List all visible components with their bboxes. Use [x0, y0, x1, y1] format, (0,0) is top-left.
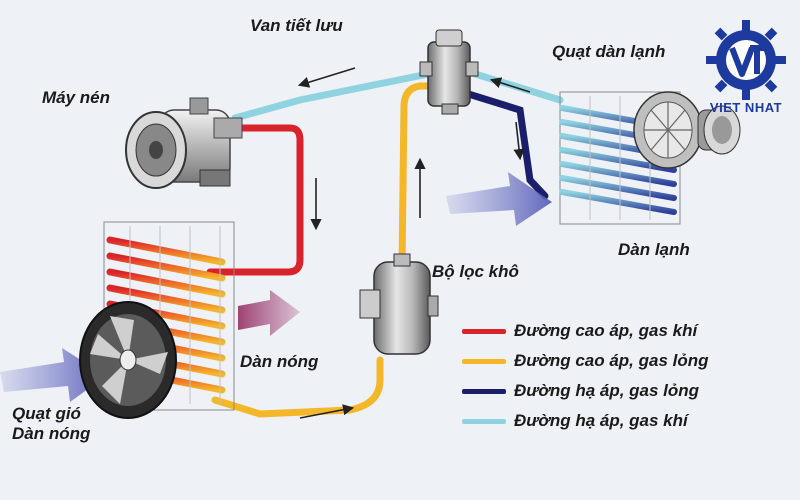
gear-logo-icon — [706, 20, 786, 100]
legend-item: Đường cao áp, gas lỏng — [462, 346, 709, 376]
dryer-filter — [359, 253, 439, 355]
compressor — [125, 97, 243, 189]
label-dryer-filter: Bộ lọc khô — [432, 262, 519, 281]
legend-swatch — [462, 388, 506, 394]
brand-logo: VIET NHAT — [706, 18, 786, 118]
legend-label: Đường cao áp, gas lỏng — [514, 351, 709, 370]
label-condenser: Dàn nóng — [240, 352, 319, 371]
legend-swatch — [462, 358, 506, 364]
flow-arrow — [299, 404, 355, 419]
flow-arrow — [297, 67, 356, 88]
legend-label: Đường cao áp, gas khí — [514, 321, 698, 340]
airflow-arrow-evaporator — [446, 172, 552, 226]
label-condenser-fan-2: Dàn nóng — [12, 424, 91, 443]
legend: Đường cao áp, gas khí Đường cao áp, gas … — [462, 316, 709, 436]
label-compressor: Máy nén — [42, 88, 111, 107]
low-pressure-liquid-pipe — [458, 88, 549, 200]
high-pressure-liquid-pipe-2 — [398, 82, 440, 272]
legend-label: Đường hạ áp, gas lỏng — [514, 381, 700, 400]
label-evaporator: Dàn lạnh — [618, 240, 690, 259]
legend-swatch — [462, 418, 506, 424]
flow-arrow — [513, 121, 525, 161]
label-expansion-valve: Van tiết lưu — [250, 16, 343, 35]
legend-item: Đường hạ áp, gas khí — [462, 406, 709, 436]
legend-item: Đường hạ áp, gas lỏng — [462, 376, 709, 406]
flow-arrow — [489, 77, 531, 93]
low-pressure-gas-pipe — [231, 68, 442, 122]
condenser-fan — [79, 301, 177, 419]
legend-swatch — [462, 328, 506, 334]
legend-label: Đường hạ áp, gas khí — [514, 411, 688, 430]
high-pressure-gas-pipe — [206, 124, 304, 276]
legend-item: Đường cao áp, gas khí — [462, 316, 709, 346]
label-condenser-fan-1: Quạt gió — [12, 404, 81, 423]
hot-airflow-arrow — [238, 290, 300, 336]
label-evaporator-fan: Quạt dàn lạnh — [552, 42, 666, 61]
evaporator-blower-fan — [633, 91, 741, 169]
logo-text: VIET NHAT — [709, 100, 783, 115]
expansion-valve — [419, 29, 479, 115]
